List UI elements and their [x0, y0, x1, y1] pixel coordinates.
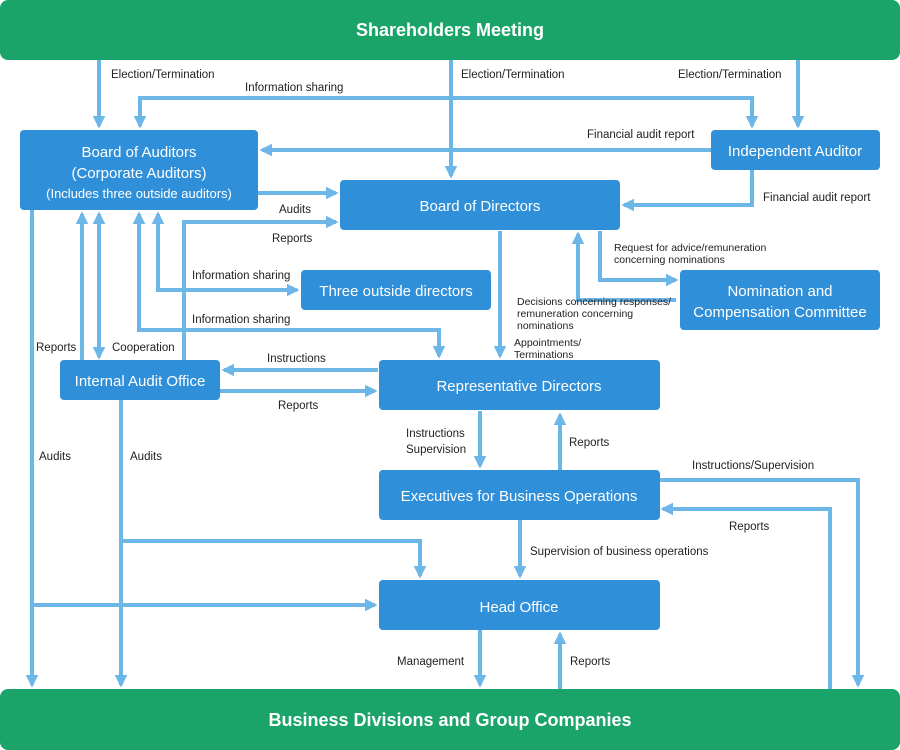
label-election-left: Election/Termination: [111, 69, 215, 81]
label-decisions-3: nominations: [517, 320, 574, 332]
independent-auditor-box: Independent Auditor: [711, 130, 880, 170]
label-appointments-1: Appointments/: [514, 337, 581, 349]
connector-labels: Election/Termination Election/Terminatio…: [36, 69, 871, 668]
business-divisions-box: Business Divisions and Group Companies: [0, 689, 900, 750]
board-of-auditors-label: Board of Auditors: [81, 144, 196, 161]
head-office-box: Head Office: [379, 580, 660, 630]
label-request-advice-1: Request for advice/remuneration: [614, 242, 766, 254]
label-cooperation: Cooperation: [112, 342, 175, 354]
label-audits-iao: Audits: [130, 451, 162, 463]
arrow-request-advice: [598, 231, 679, 287]
label-financial-audit-report-1: Financial audit report: [587, 129, 695, 141]
shareholders-meeting-box: Shareholders Meeting: [0, 0, 900, 60]
label-decisions-1: Decisions concerning responses/: [517, 296, 671, 308]
label-audits-bod: Audits: [279, 204, 311, 216]
outside-auditors-note: (Includes three outside auditors): [46, 186, 232, 201]
shareholders-meeting-label: Shareholders Meeting: [356, 20, 544, 40]
internal-audit-office-label: Internal Audit Office: [75, 373, 206, 390]
business-divisions-label: Business Divisions and Group Companies: [268, 710, 631, 730]
label-instr-supervision: Instructions/Supervision: [692, 460, 814, 472]
label-reports-head: Reports: [570, 656, 611, 668]
arrow-audits-iao-head: [121, 539, 427, 579]
label-request-advice-2: concerning nominations: [614, 254, 725, 266]
representative-directors-box: Representative Directors: [379, 360, 660, 410]
three-outside-directors-label: Three outside directors: [319, 283, 472, 300]
label-election-right: Election/Termination: [678, 69, 782, 81]
label-decisions-2: remuneration concerning: [517, 308, 633, 320]
arrow-info-sharing-rep: [137, 214, 446, 359]
arrow-decisions: [571, 231, 676, 302]
label-instructions-sup-2: Supervision: [406, 444, 466, 456]
label-reports-exec: Reports: [569, 437, 610, 449]
executives-label: Executives for Business Operations: [401, 488, 638, 505]
nomination-committee-label-1: Nomination and: [727, 283, 832, 300]
representative-directors-label: Representative Directors: [436, 378, 601, 395]
arrow-instr-supervision: [659, 478, 865, 688]
arrow-reports-right: [660, 502, 832, 689]
label-reports-iao: Reports: [278, 400, 319, 412]
label-instructions: Instructions: [267, 353, 326, 365]
arrow-financial-audit-bod: [621, 170, 754, 212]
label-financial-audit-report-2: Financial audit report: [763, 192, 871, 204]
arrow-info-sharing-top: [138, 96, 759, 129]
independent-auditor-label: Independent Auditor: [728, 143, 862, 160]
arrow-reports-bod: [182, 215, 339, 360]
label-reports-left: Reports: [36, 342, 77, 354]
head-office-label: Head Office: [480, 599, 559, 616]
label-reports-right: Reports: [729, 521, 770, 533]
board-of-directors-box: Board of Directors: [340, 180, 620, 230]
label-reports-bod: Reports: [272, 233, 313, 245]
executives-box: Executives for Business Operations: [379, 470, 660, 520]
label-instructions-sup-1: Instructions: [406, 428, 465, 440]
label-management: Management: [397, 656, 465, 668]
label-appointments-2: Terminations: [514, 349, 574, 361]
label-audits-left: Audits: [39, 451, 71, 463]
label-info-sharing-rep: Information sharing: [192, 314, 290, 326]
connectors: [25, 60, 865, 689]
board-of-auditors-box: Board of Auditors (Corporate Auditors) (…: [20, 130, 258, 210]
three-outside-directors-box: Three outside directors: [301, 270, 491, 310]
label-election-mid: Election/Termination: [461, 69, 565, 81]
label-info-sharing-top: Information sharing: [245, 82, 343, 94]
label-supervision-ops: Supervision of business operations: [530, 546, 709, 558]
nomination-committee-box: Nomination and Compensation Committee: [680, 270, 880, 330]
nomination-committee-label-2: Compensation Committee: [693, 304, 866, 321]
internal-audit-office-box: Internal Audit Office: [60, 360, 220, 400]
corporate-auditors-label: (Corporate Auditors): [71, 165, 206, 182]
label-info-sharing-outside: Information sharing: [192, 270, 290, 282]
board-of-directors-label: Board of Directors: [420, 198, 541, 215]
